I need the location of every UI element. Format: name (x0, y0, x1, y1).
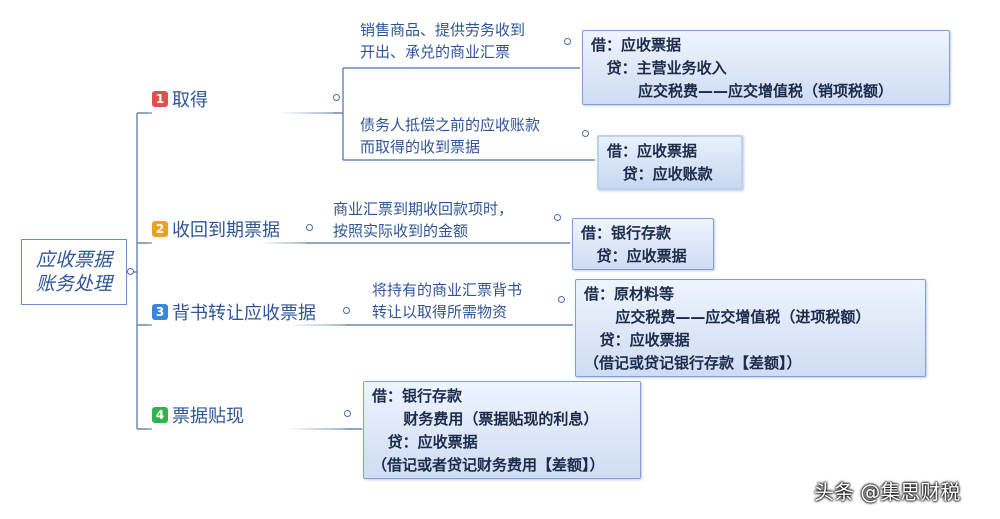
topic-sales-notes[interactable]: 销售商品、提供劳务收到 开出、承兑的商业汇票 (360, 19, 525, 63)
entry-line: 借：应收票据 (591, 36, 682, 54)
number-2-icon: 2 (152, 221, 168, 237)
entry-line: 财务费用（票据贴现的利息） (372, 410, 599, 428)
topic-3-dot[interactable] (554, 214, 561, 221)
topic-line: 转让以取得所需物资 (372, 303, 508, 321)
branch-label-discount: 票据贴现 (172, 406, 244, 427)
entry-line: 应交税费——应交增值税（销项税额） (591, 82, 894, 100)
topic-maturity[interactable]: 商业汇票到期收回款项时， 按照实际收到的金额 (333, 198, 513, 242)
root-collapse-dot[interactable] (127, 268, 134, 275)
entry-line: 应交税费——应交增值税（进项税额） (584, 308, 871, 326)
topic-1-dot[interactable] (564, 38, 571, 45)
entry-line: （借记或贷记银行存款【差额】） (584, 354, 802, 372)
number-4-icon: 4 (152, 407, 168, 423)
entry-line: 借：银行存款 (581, 224, 672, 242)
topic-line: 开出、承兑的商业汇票 (360, 43, 511, 61)
journal-entry-endorse[interactable]: 借：原材料等 应交税费——应交增值税（进项税额） 贷：应收票据 （借记或贷记银行… (575, 279, 926, 377)
branch-label-endorse: 背书转让应收票据 (172, 303, 316, 324)
entry-line: 贷：主营业务收入 (591, 59, 727, 77)
branch-3-collapse-dot[interactable] (343, 307, 350, 314)
root-title-line2: 账务处理 (35, 273, 112, 295)
journal-entry-sales[interactable]: 借：应收票据 贷：主营业务收入 应交税费——应交增值税（销项税额） (582, 30, 950, 105)
entry-line: 贷：应收票据 (581, 247, 687, 265)
root-title-line1: 应收票据 (35, 249, 112, 271)
topic-4-dot[interactable] (558, 296, 565, 303)
branch-acquire[interactable]: 1 取得 (152, 84, 334, 114)
journal-entry-maturity[interactable]: 借：银行存款 贷：应收票据 (572, 218, 714, 270)
root-node[interactable]: 应收票据 账务处理 (21, 239, 127, 305)
topic-endorse[interactable]: 将持有的商业汇票背书 转让以取得所需物资 (372, 279, 522, 323)
topic-debtor-notes[interactable]: 债务人抵偿之前的应收账款 而取得的收到票据 (360, 114, 540, 158)
branch-discount[interactable]: 4 票据贴现 (152, 400, 345, 430)
branch-2-collapse-dot[interactable] (306, 224, 313, 231)
journal-entry-debtor[interactable]: 借：应收票据 贷：应收账款 (597, 135, 743, 190)
branch-endorse[interactable]: 3 背书转让应收票据 (152, 297, 346, 327)
topic-line: 将持有的商业汇票背书 (372, 281, 523, 299)
topic-line: 债务人抵偿之前的应收账款 (360, 116, 541, 134)
entry-line: 借：原材料等 (584, 285, 675, 303)
branch-collect-due[interactable]: 2 收回到期票据 (152, 214, 307, 244)
branch-label-collect: 收回到期票据 (172, 220, 280, 241)
topic-line: 按照实际收到的金额 (333, 222, 469, 240)
entry-line: 借：银行存款 (372, 387, 463, 405)
entry-line: （借记或者贷记财务费用【差额】） (372, 456, 605, 474)
topic-2-dot[interactable] (582, 130, 589, 137)
topic-line: 商业汇票到期收回款项时， (333, 200, 514, 218)
entry-line: 贷：应收票据 (584, 331, 690, 349)
branch-4-collapse-dot[interactable] (344, 410, 351, 417)
entry-line: 贷：应收票据 (372, 433, 478, 451)
watermark: 头条 @集思财税 (814, 480, 961, 504)
number-1-icon: 1 (152, 91, 168, 107)
topic-line: 而取得的收到票据 (360, 138, 481, 156)
topic-line: 销售商品、提供劳务收到 (360, 21, 526, 39)
number-3-icon: 3 (152, 304, 168, 320)
branch-1-collapse-dot[interactable] (333, 94, 340, 101)
entry-line: 贷：应收账款 (607, 165, 713, 183)
journal-entry-discount[interactable]: 借：银行存款 财务费用（票据贴现的利息） 贷：应收票据 （借记或者贷记财务费用【… (363, 381, 641, 479)
branch-label-acquire: 取得 (172, 90, 208, 111)
entry-line: 借：应收票据 (607, 142, 698, 160)
